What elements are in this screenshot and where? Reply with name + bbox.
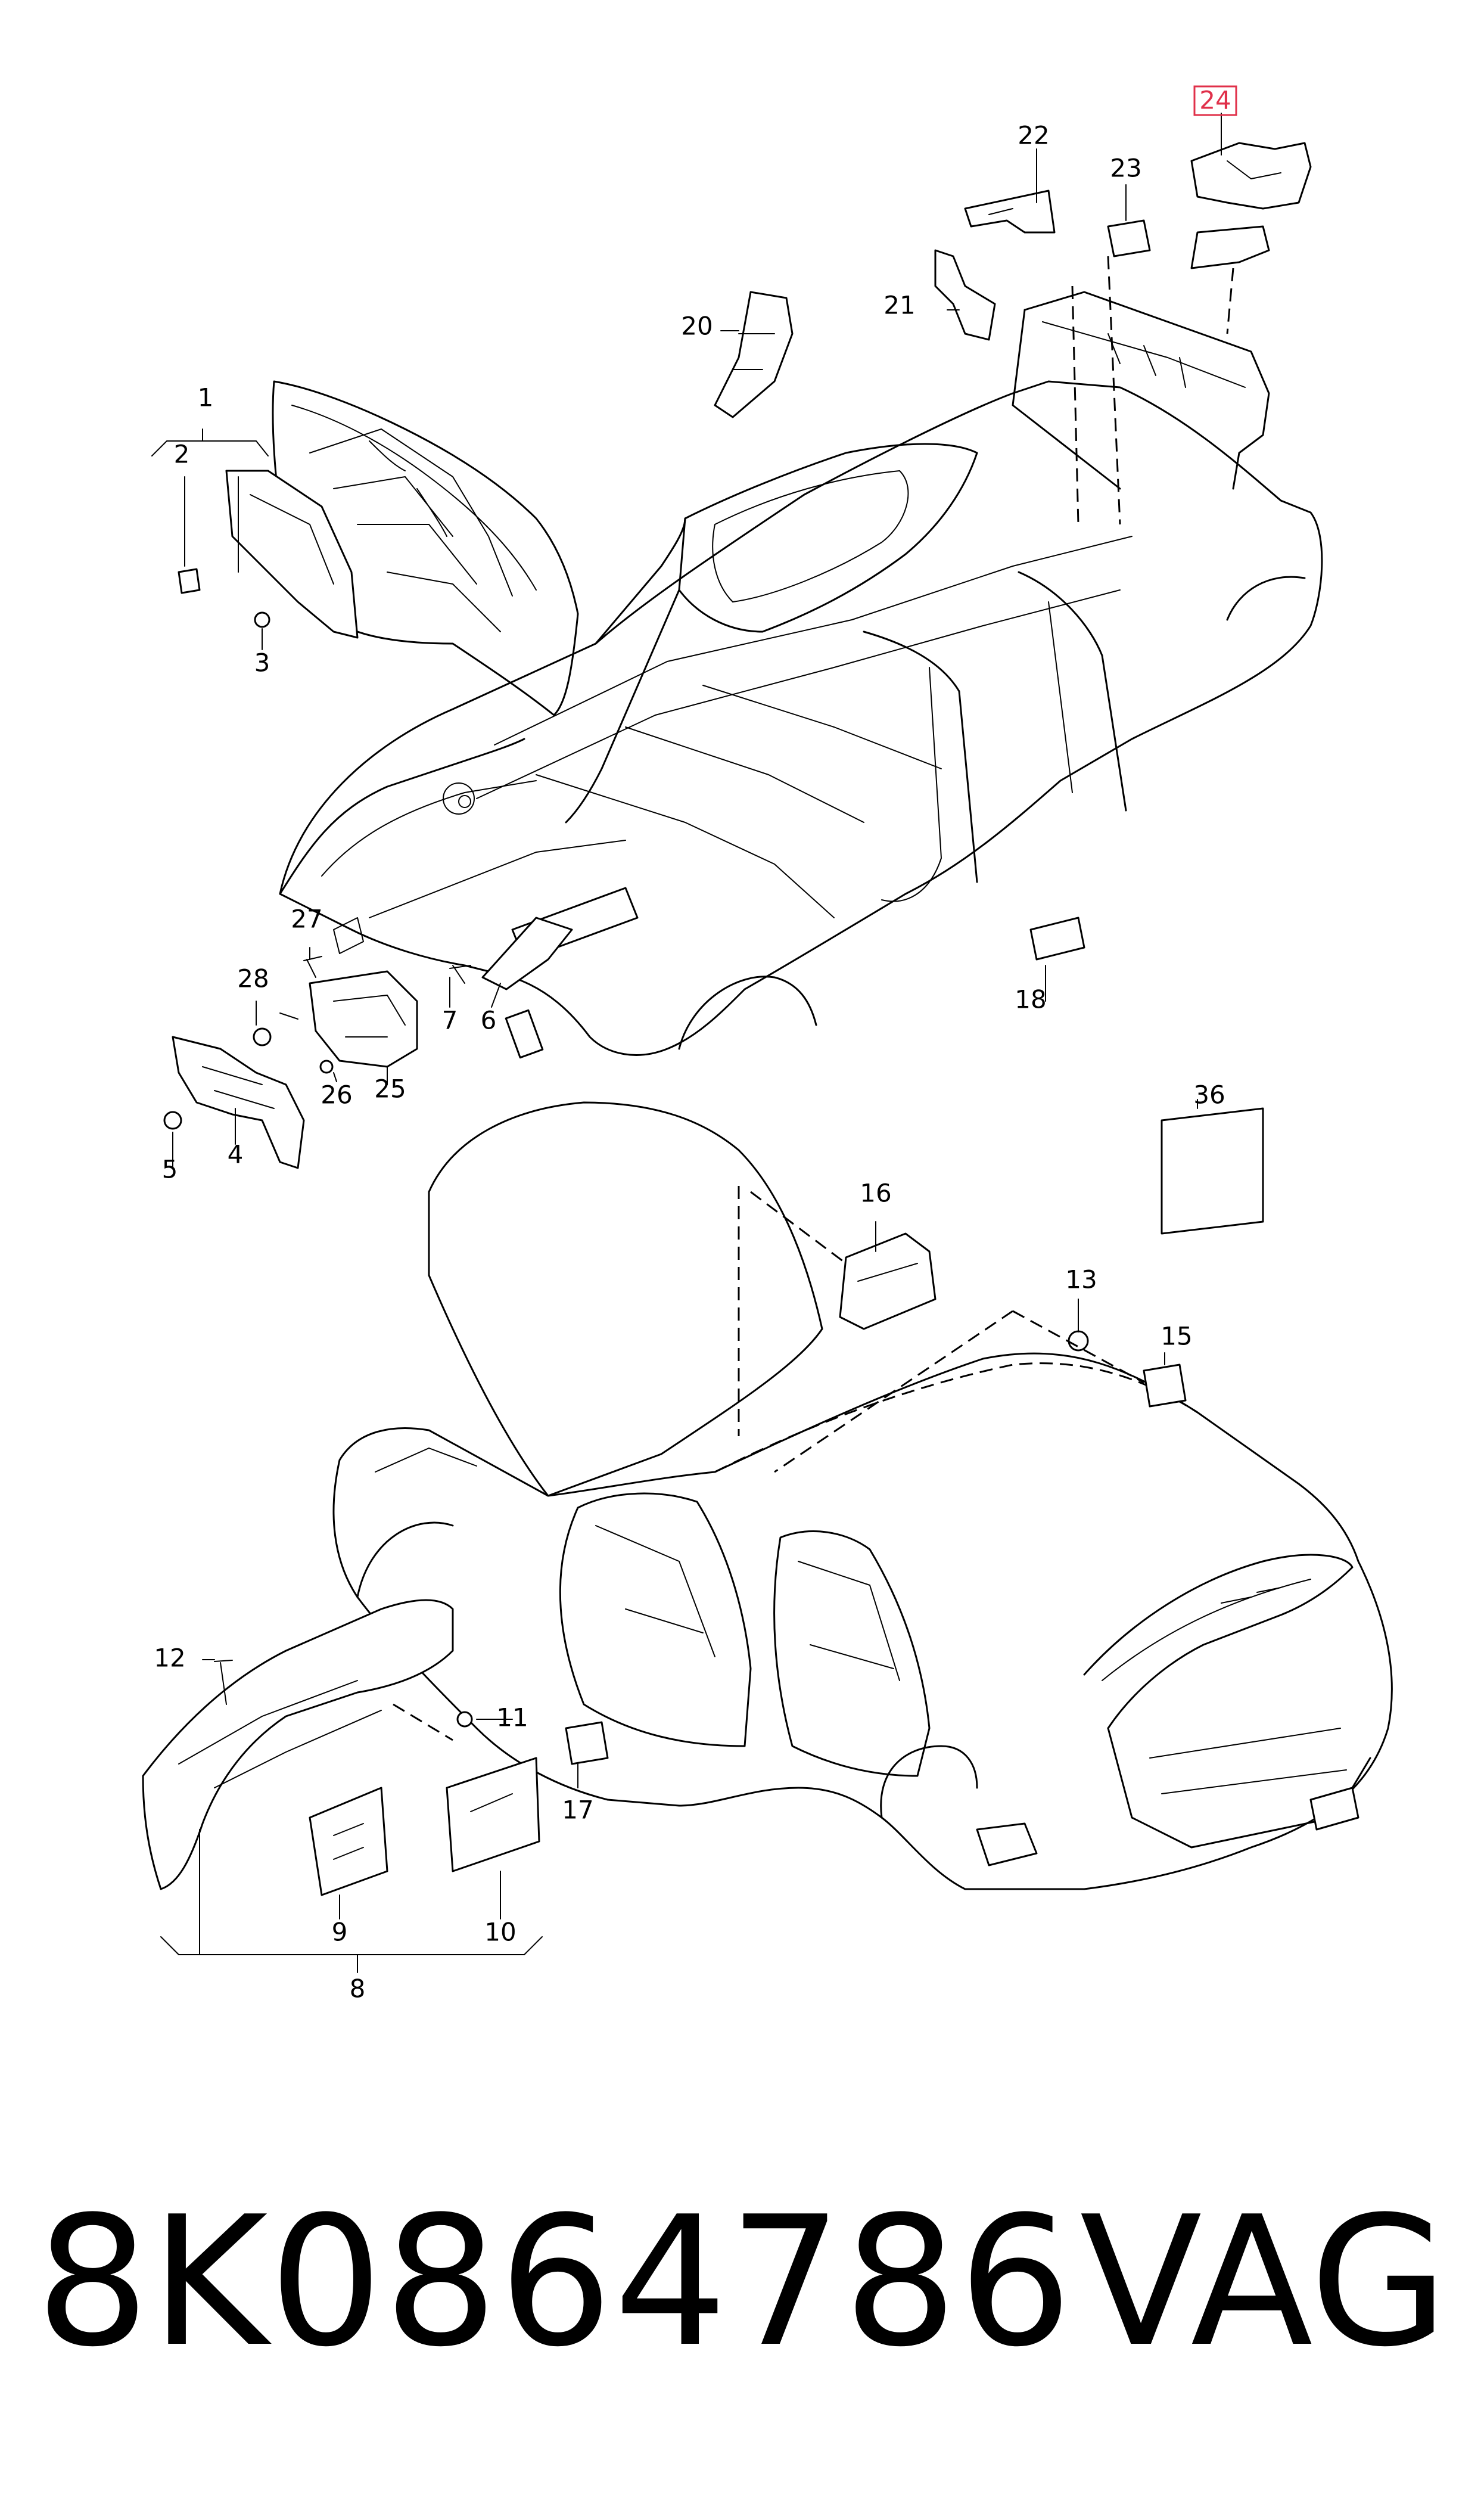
highlight-box-24	[1193, 85, 1237, 116]
brand-label: VAG	[1079, 2178, 1448, 2386]
callout-8: 8	[350, 1974, 366, 2004]
callout-15: 15	[1161, 1322, 1192, 1351]
callout-25: 25	[374, 1074, 406, 1104]
callout-10: 10	[484, 1918, 516, 1947]
upper-car-body-shell	[225, 291, 1323, 1059]
part-number-label: 8K0864786	[36, 2178, 1074, 2386]
callout-24: 24	[1199, 86, 1231, 115]
callout-12: 12	[154, 1644, 185, 1673]
callout-6: 6	[481, 1006, 497, 1035]
callout-1: 1	[198, 383, 214, 412]
callout-4: 4	[228, 1140, 244, 1169]
upper-detached-parts	[163, 142, 1312, 1169]
callout-5: 5	[162, 1155, 178, 1184]
callout-26: 26	[321, 1080, 352, 1110]
lower-car-body-shell	[142, 1101, 1393, 1896]
callout-16: 16	[860, 1179, 891, 1208]
callout-21: 21	[883, 291, 915, 320]
callout-3: 3	[254, 648, 270, 678]
callout-9: 9	[332, 1918, 348, 1947]
callout-13: 13	[1065, 1265, 1097, 1294]
callout-36: 36	[1193, 1080, 1225, 1110]
callout-2: 2	[174, 440, 190, 469]
lower-leader-lines	[160, 1099, 1198, 1973]
callout-27: 27	[291, 905, 322, 934]
exploded-body-diagram: 1 2 3 4 5 6 7 8 9 10 11 12 13 15 16 17 1…	[142, 85, 1393, 2004]
callout-17: 17	[562, 1796, 593, 1825]
upper-leader-lines	[151, 113, 1234, 1169]
callout-28: 28	[237, 964, 269, 993]
callout-23: 23	[1110, 154, 1141, 183]
callout-7: 7	[442, 1006, 458, 1035]
callout-20: 20	[681, 312, 713, 341]
callout-labels: 1 2 3 4 5 6 7 8 9 10 11 12 13 15 16 17 1…	[154, 85, 1237, 2004]
callout-18: 18	[1015, 985, 1046, 1014]
callout-22: 22	[1018, 121, 1049, 150]
callout-11: 11	[496, 1703, 528, 1732]
